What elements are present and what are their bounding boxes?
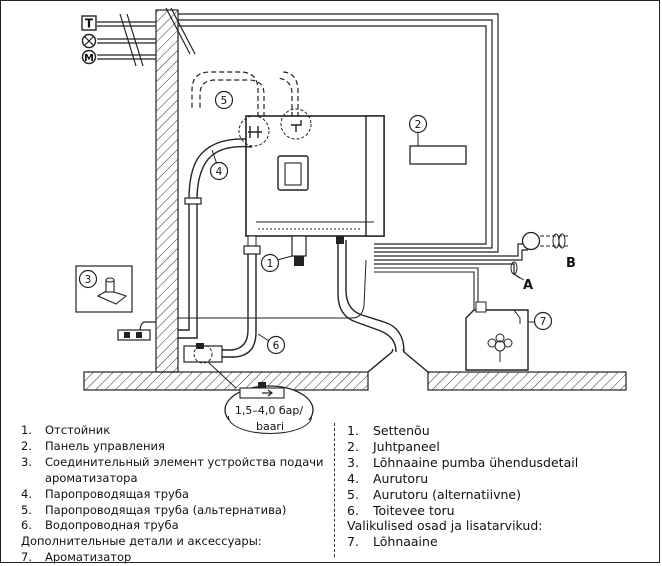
pressure-detail: 1,5–4,0 бар/ [207, 361, 314, 420]
floor-drain [367, 348, 429, 406]
legend-item-text: Toitevee toru [373, 502, 455, 518]
steam-generator [245, 115, 385, 266]
legend-item: 5. Паропроводящая труба (альтернатива) [21, 503, 326, 519]
drain-pipe [337, 240, 405, 353]
legend-item: 7. Lõhnaaine [347, 534, 647, 550]
symbol-m: M [84, 53, 94, 64]
legend-item-text: Ароматизатор [45, 550, 132, 565]
signal-symbols: T M [81, 15, 97, 65]
legend-item-number: 5. [21, 502, 32, 517]
legend-divider [334, 423, 335, 557]
symbol-t: T [85, 17, 94, 31]
legend-extras-heading: Valikulised osad ja lisatarvikud: [347, 518, 543, 534]
legend-item-text: Панель управления [45, 438, 165, 453]
point-label-b: B [566, 256, 576, 271]
legend-item: 4. Паропроводящая труба [21, 487, 326, 503]
legend-item-text: Паропроводящая труба (альтернатива) [45, 502, 287, 517]
legend-item-number: 3. [347, 454, 359, 470]
legend-item-text: Паропроводящая труба [45, 486, 189, 501]
legend-item-number: 4. [21, 486, 32, 501]
callout-7: 7 [528, 311, 553, 331]
connection-detail-circle-alt [280, 108, 312, 140]
legend-item-number: 1. [21, 423, 32, 437]
callout-2: 2 [408, 114, 428, 134]
legend-item: 7. Ароматизатор [21, 550, 326, 566]
legend-item: 4. Aurutoru [347, 471, 647, 487]
wall [155, 9, 179, 373]
water-supply-pipe [186, 246, 257, 358]
legend-item: 1. Отстойник [21, 423, 326, 439]
legend-item-text: Aurutoru (alternatiivne) [373, 486, 521, 502]
legend-russian: 1. Отстойник 2. Панель управления 3. Соединит… [21, 423, 326, 566]
callout-6-label: 6 [273, 340, 280, 352]
legend-item-number: 6. [347, 502, 359, 518]
signal-cables [97, 7, 499, 253]
legend-item-number: 7. [347, 534, 359, 550]
callout-2-label: 2 [415, 119, 422, 131]
callout-1: 1 [260, 253, 293, 273]
legend-item-number: 4. [347, 470, 359, 486]
legend-item-text: Lõhnaaine [373, 534, 438, 550]
legend-item-number: 2. [347, 438, 359, 454]
legend-item: 5. Aurutoru (alternatiivne) [347, 487, 647, 503]
installation-diagram: T M [75, 7, 627, 420]
legend-item-number: 1. [347, 423, 359, 438]
callout-1-label: 1 [267, 258, 274, 270]
legend-item: 2. Juhtpaneel [347, 439, 647, 455]
legend-item-text: Juhtpaneel [373, 438, 440, 454]
control-panel-icon [409, 133, 467, 165]
legend-item-number: 6. [21, 518, 32, 533]
callout-5: 5 [214, 90, 234, 110]
callout-3-label: 3 [85, 274, 92, 286]
legend-item-number: 5. [347, 486, 359, 502]
legend-extras-heading: Дополнительные детали и аксессуары: [21, 534, 262, 549]
callouts: 1 2 3 4 5 6 7 [78, 90, 553, 355]
callout-7-label: 7 [540, 316, 547, 328]
aroma-canister [465, 301, 529, 371]
pressure-line-1: 1,5–4,0 бар/ [235, 404, 303, 417]
aroma-connector [117, 321, 156, 341]
legend-item-text: Соединительный элемент устройства подачи… [45, 454, 324, 485]
legend-item: 6. Водопроводная труба [21, 518, 326, 534]
legend-item-text: Отстойник [45, 423, 111, 437]
legend-item-text: Aurutoru [373, 470, 429, 486]
callout-4: 4 [209, 149, 229, 181]
point-label-a: A [523, 278, 533, 293]
legend-estonian: 1. Settenõu 2. Juhtpaneel 3. Lõhnaaine pumba … [347, 423, 647, 550]
pump-connection [374, 231, 570, 279]
callout-3: 3 [78, 269, 98, 289]
legend-item-text: Settenõu [373, 423, 430, 438]
legend-item-number: 2. [21, 438, 32, 453]
legend-item: 6. Toitevee toru [347, 503, 647, 519]
callout-5-label: 5 [221, 95, 228, 107]
legend-item: 2. Панель управления [21, 439, 326, 455]
legend-item: 1. Settenõu [347, 423, 647, 439]
connection-detail-circle [238, 115, 270, 147]
legend-item-text: Lõhnaaine pumba ühendusdetail [373, 454, 579, 470]
steam-pipe [178, 138, 253, 339]
legend-item: 3. Lõhnaaine pumba ühendusdetail [347, 455, 647, 471]
floor [83, 371, 627, 391]
legend-item-number: 7. [21, 550, 32, 565]
legend-item: 3. Соединительный элемент устройства пода… [21, 455, 326, 487]
callout-6: 6 [257, 333, 286, 355]
legend-item-number: 3. [21, 454, 32, 469]
legend-item-text: Водопроводная труба [45, 518, 179, 533]
callout-4-label: 4 [216, 166, 223, 178]
water-valve [183, 343, 223, 364]
